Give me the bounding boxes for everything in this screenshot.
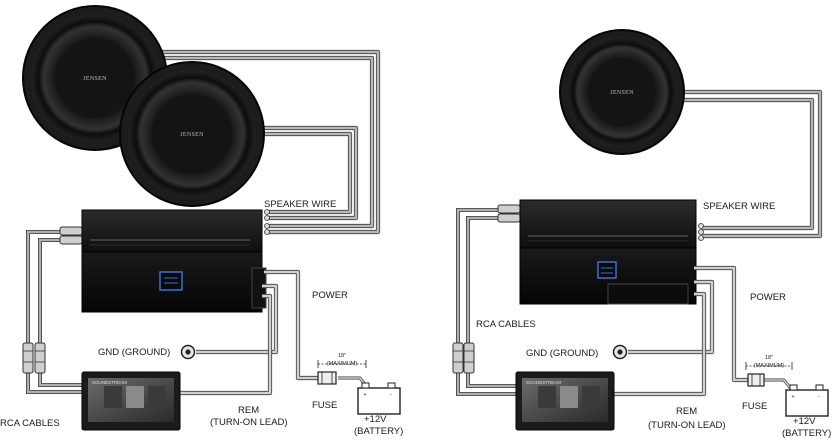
rem-label: REM	[676, 406, 697, 417]
speaker-wire-label: SPEAKER WIRE	[703, 201, 775, 212]
battery: + -	[357, 382, 401, 415]
diagram-dual-speaker: JENSEN JENSEN	[0, 5, 403, 437]
fuse-label: FUSE	[742, 401, 767, 412]
fuse-distance-label: 18"	[765, 355, 773, 361]
headunit-brand: SOUNDSTREAM	[526, 380, 561, 385]
speaker-wires-right	[680, 89, 823, 239]
power-label: POWER	[312, 290, 348, 301]
fuse-distance-marker: 18" (MAXIMUM)	[317, 353, 367, 368]
power-wires-left	[178, 269, 370, 396]
amplifier	[81, 209, 270, 313]
gnd-label: GND (GROUND)	[526, 348, 598, 359]
fuse-distance-label: 18"	[338, 353, 346, 359]
battery-label: (BATTERY)	[782, 428, 831, 439]
fuse	[747, 373, 765, 387]
rca-cables-left	[22, 226, 83, 394]
speaker-brand: JENSEN	[83, 76, 107, 82]
diagram-single-speaker: JENSEN	[452, 29, 831, 439]
amplifier	[519, 199, 704, 305]
battery: + -	[785, 384, 829, 417]
rem-label: REM	[238, 405, 259, 416]
amp-logo-badge	[159, 271, 183, 291]
power-label: POWER	[750, 292, 786, 303]
amp-terminals	[264, 209, 270, 235]
fuse-maximum-label: (MAXIMUM)	[327, 361, 357, 367]
amp-terminals	[698, 223, 704, 241]
rca-cables-label: RCA CABLES	[476, 319, 536, 330]
head-unit: SOUNDSTREAM	[515, 371, 615, 431]
turn-on-lead-label: (TURN-ON LEAD)	[210, 417, 288, 428]
amp-logo-badge	[597, 261, 617, 279]
head-unit: SOUNDSTREAM	[81, 371, 181, 431]
speaker-wire-label: SPEAKER WIRE	[264, 199, 336, 210]
power-wires-right	[612, 265, 794, 397]
speaker-brand: JENSEN	[180, 132, 204, 138]
headunit-brand: SOUNDSTREAM	[92, 380, 127, 385]
rca-cables-label: RCA CABLES	[0, 418, 60, 429]
subwoofer-speaker: JENSEN	[119, 61, 265, 207]
ground-terminal	[612, 344, 628, 360]
battery-voltage-label: +12V	[793, 416, 816, 427]
fuse-label: FUSE	[312, 400, 337, 411]
speaker-brand: JENSEN	[610, 90, 634, 96]
battery-minus: -	[390, 392, 392, 398]
battery-minus: -	[818, 394, 820, 400]
rca-cables-right	[452, 204, 521, 396]
speaker-wires-left	[120, 49, 381, 235]
battery-label: (BATTERY)	[354, 426, 403, 437]
gnd-label: GND (GROUND)	[98, 347, 170, 358]
fuse-maximum-label: (MAXIMUM)	[754, 363, 784, 369]
subwoofer-speaker: JENSEN	[559, 29, 685, 155]
fuse	[317, 371, 337, 385]
battery-plus: +	[791, 394, 794, 400]
turn-on-lead-label: (TURN-ON LEAD)	[648, 420, 726, 431]
battery-plus: +	[363, 392, 366, 398]
fuse-distance-marker: 18" (MAXIMUM)	[745, 355, 793, 370]
ground-terminal	[180, 344, 196, 360]
battery-voltage-label: +12V	[364, 414, 387, 425]
